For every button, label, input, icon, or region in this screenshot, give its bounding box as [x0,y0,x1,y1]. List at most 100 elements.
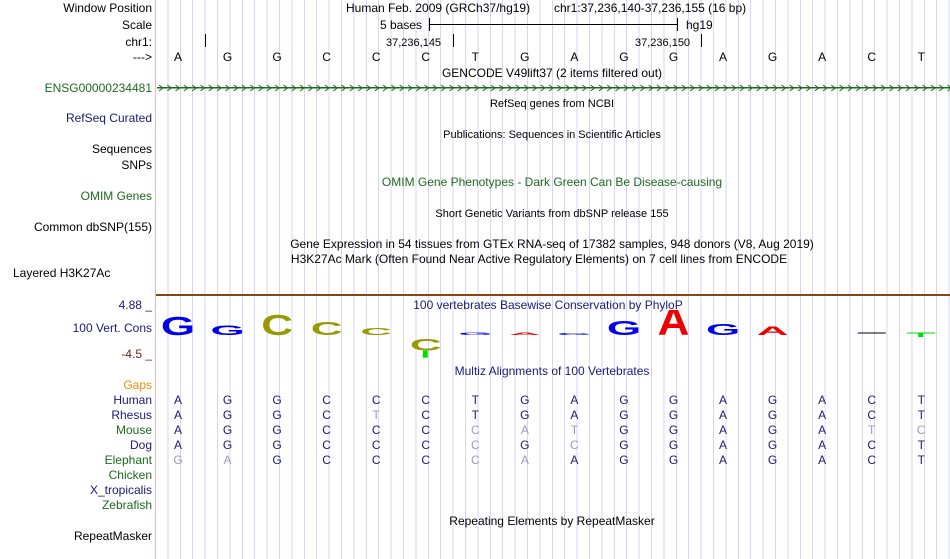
alignment-base: C [470,423,480,437]
alignment-base: A [173,393,183,407]
alignment-base: A [173,438,183,452]
alignment-base: G [520,408,530,422]
sequence-base: C [371,50,381,64]
sequence-base: G [668,50,679,64]
sequence-base: G [222,50,233,64]
position-title: chr1:37,236,140-37,236,155 (16 bp) [554,1,747,15]
alignment-base: C [322,423,331,437]
species-label-dog[interactable]: Dog [129,438,152,452]
scale-label: Scale [121,18,152,32]
gencode-item-label[interactable]: ENSG00000234481 [44,81,152,95]
alignment-base: C [867,393,877,407]
species-label-zebrafish[interactable]: Zebrafish [101,498,152,512]
species-label-elephant[interactable]: Elephant [104,453,152,467]
phylop-letter: G [161,311,195,340]
species-label-chicken[interactable]: Chicken [108,468,152,482]
alignment-base: C [570,438,579,452]
alignment-base: C [867,408,877,422]
sequence-base: G [520,50,530,64]
phylop-letter: C [311,319,343,339]
alignment-base: G [520,393,530,407]
h3k27ac-label[interactable]: Layered H3K27Ac [13,266,111,280]
sequence-base: C [421,50,431,64]
phylop-letter: A [658,310,690,343]
h3k27ac-title: H3K27Ac Mark (Often Found Near Active Re… [290,252,788,266]
refseq-title: RefSeq genes from NCBI [489,98,615,110]
alignment-base: C [470,453,480,467]
alignment-base: C [421,438,431,452]
alignment-base: G [619,393,629,407]
alignment-base: G [668,393,679,407]
alignment-base: A [570,408,579,422]
alignment-base: C [371,453,381,467]
species-label-mouse[interactable]: Mouse [115,423,152,437]
phylop-letter: G [210,322,244,338]
phylop-letter: G [607,317,641,340]
alignment-base: T [372,408,380,422]
alignment-base: G [767,453,778,467]
alignment-base: C [371,423,381,437]
alignment-base: C [421,453,431,467]
repeatmasker-label[interactable]: RepeatMasker [73,529,152,543]
phylop-bar [918,333,924,337]
window-position-label: Window Position [63,1,152,15]
gtex-title: Gene Expression in 54 tissues from GTEx … [290,237,814,251]
alignment-base: C [470,438,480,452]
scale-tick-left [429,18,430,31]
alignment-base: C [322,438,331,452]
alignment-base: A [818,438,827,452]
phylop-bar [422,350,428,358]
refseq-label[interactable]: RefSeq Curated [65,111,152,125]
ruler-tick [205,34,206,47]
phylop-letter: C [360,326,392,338]
alignment-base: C [867,438,877,452]
publications-title: Publications: Sequences in Scientific Ar… [443,129,661,141]
dbsnp-label[interactable]: Common dbSNP(155) [33,220,152,234]
phylop-letter: C [261,310,293,341]
omim-title: OMIM Gene Phenotypes - Dark Green Can Be… [381,175,723,189]
alignment-base: G [668,438,679,452]
alignment-base: A [173,423,183,437]
sequence-base: C [322,50,331,64]
alignment-base: G [222,423,233,437]
phylop-letter: G [458,332,492,336]
alignment-base: C [867,453,877,467]
alignment-base: G [272,423,282,437]
alignment-base: A [818,393,827,407]
phylop-letter: C [410,336,442,355]
species-label-human[interactable]: Human [113,393,152,407]
alignment-base: T [917,408,925,422]
chr-label: chr1: [125,35,152,49]
track-labels: Window Position Scale chr1: ---> ENSG000… [0,0,156,559]
sequence-base: T [917,50,925,64]
alignment-base: G [222,438,233,452]
omim-label[interactable]: OMIM Genes [80,189,152,203]
alignment-base: C [371,438,381,452]
alignment-base: G [668,408,679,422]
species-label-x_tropicalis[interactable]: X_tropicalis [89,483,152,497]
species-label-rhesus[interactable]: Rhesus [111,408,152,422]
alignment-base: T [471,393,479,407]
phylop-label[interactable]: 100 Vert. Cons [72,321,152,335]
alignment-base: C [916,423,926,437]
alignment-base: A [818,423,827,437]
phylop-min: -4.5 _ [121,347,152,361]
gene-strand-arrows [157,84,950,92]
alignment-base: A [719,393,728,407]
sequence-base: C [867,50,877,64]
sequence-base: A [818,50,827,64]
alignment-base: G [767,393,778,407]
ruler-label-150: 37,236,150 [635,37,691,49]
repeatmasker-title: Repeating Elements by RepeatMasker [449,514,655,528]
scale-db: hg19 [686,18,713,32]
alignment-base: A [520,453,529,467]
snps-label[interactable]: SNPs [121,158,152,172]
sequences-label[interactable]: Sequences [91,142,152,156]
alignment-base: G [767,438,778,452]
alignment-base: T [868,423,876,437]
sequence-base: T [471,50,479,64]
alignment-base: T [917,438,925,452]
sequence-base: A [570,50,579,64]
